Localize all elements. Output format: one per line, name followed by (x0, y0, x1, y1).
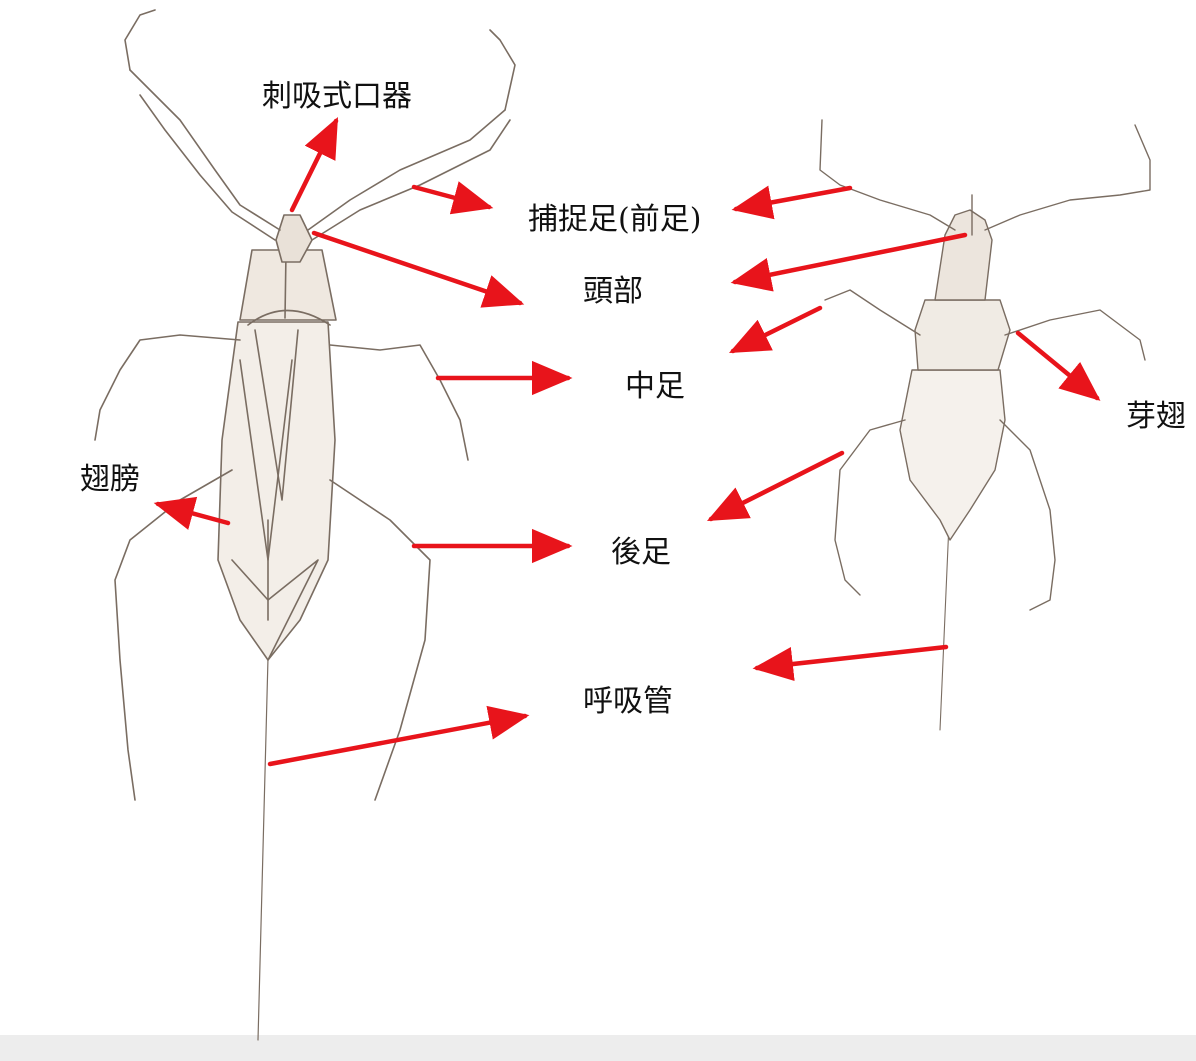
arrow-nymph-foreleg (736, 188, 850, 209)
adult-insect-sketch (95, 10, 515, 1040)
label-siphon: 呼吸管 (583, 687, 673, 717)
arrow-wing-bud (1018, 333, 1097, 398)
arrow-wings (158, 504, 228, 523)
arrow-nymph-midleg (733, 308, 820, 351)
arrow-adult-siphon (270, 716, 525, 764)
arrow-nymph-siphon (757, 647, 946, 668)
arrow-nymph-hindleg (711, 453, 842, 519)
arrow-mouthparts (292, 121, 336, 210)
arrow-nymph-head (735, 235, 965, 282)
label-foreleg: 捕捉足(前足) (528, 205, 701, 235)
label-wing-bud: 芽翅 (1126, 402, 1186, 432)
paper-shadow (0, 1035, 1196, 1061)
arrow-adult-head (314, 233, 520, 303)
label-mouthparts: 刺吸式口器 (262, 82, 412, 112)
nymph-insect-sketch (820, 120, 1150, 730)
label-midleg: 中足 (625, 372, 685, 402)
label-wings: 翅膀 (80, 465, 140, 495)
arrow-adult-foreleg (414, 187, 489, 207)
label-hindleg: 後足 (611, 538, 671, 568)
label-head: 頭部 (583, 277, 643, 307)
